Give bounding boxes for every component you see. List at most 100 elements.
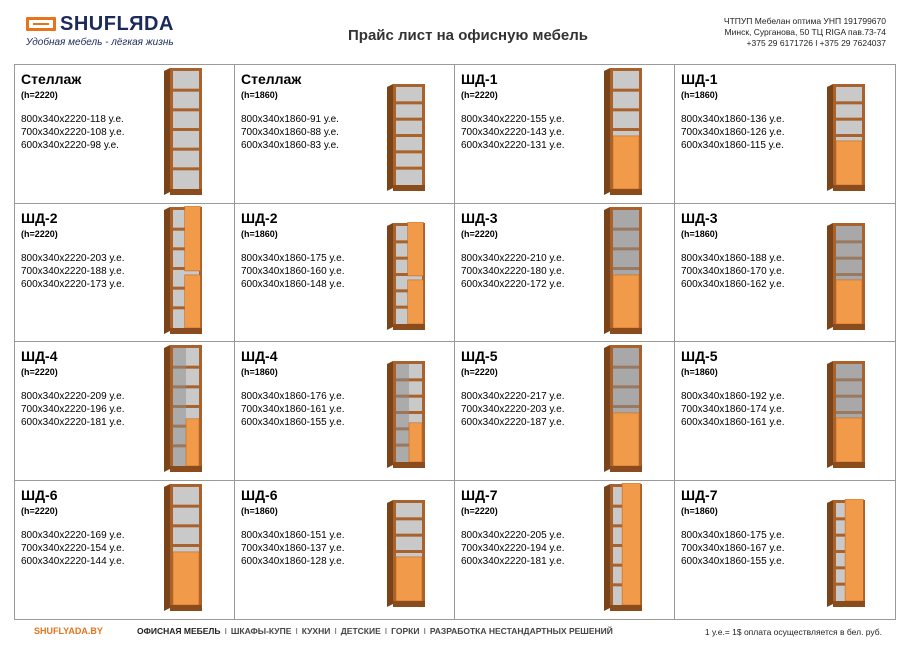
product-height: (h=1860) (681, 367, 718, 377)
product-height: (h=2220) (21, 228, 58, 239)
price-line: 700x340x1860-167 у.е. (681, 542, 785, 554)
product-name: ШД-5 (461, 348, 498, 364)
price-line: 700x340x1860-137 у.е. (241, 542, 345, 554)
price-line: 800x340x2220-169 у.е. (21, 529, 125, 541)
product-height: (h=2220) (461, 228, 498, 239)
price-line: 600x340x1860-128 у.е. (241, 555, 345, 567)
product-card: ШД-2(h=2220)800x340x2220-203 у.е.700x340… (15, 203, 235, 342)
price-line: 700x340x1860-160 у.е. (241, 265, 345, 277)
price-line: 700x340x2220-180 у.е. (461, 265, 565, 277)
product-name: ШД-6 (241, 486, 278, 503)
page-title: Прайс лист на офисную мебель (348, 27, 589, 44)
price-line: 600x340x1860-115 у.е. (681, 140, 784, 151)
cabinet-image (823, 498, 871, 620)
price-line: 800x340x1860-192 у.е. (681, 391, 785, 402)
price-line: 600x340x1860-155 у.е. (241, 417, 345, 428)
price-line: 600x340x1860-155 у.е. (681, 555, 785, 567)
price-line: 700x340x2220-154 у.е. (21, 542, 125, 554)
price-line: 600x340x2220-172 у.е. (461, 278, 565, 290)
product-height: (h=2220) (21, 505, 58, 516)
product-card: ШД-5 (h=1860) 800x340x1860-192 у.е. 700x340… (675, 342, 895, 481)
price-line: 600x340x1860-148 у.е. (241, 278, 345, 290)
footer-site-link[interactable]: SHUFLYADA.BY (34, 626, 103, 636)
product-card: ШД-2(h=1860)800x340x1860-175 у.е.700x340… (235, 203, 455, 342)
product-height: (h=1860) (681, 505, 718, 516)
footer-nav-item[interactable]: ГОРКИ (391, 626, 420, 636)
product-name: ШД-2 (21, 209, 58, 226)
cabinet-image (823, 83, 871, 203)
product-name: ШД-4 (241, 348, 278, 364)
footer-nav-item[interactable]: КУХНИ (301, 626, 331, 636)
product-prices: 800x340x2220-217 у.е. 700x340x2220-203 у.… (461, 390, 565, 429)
product-prices: 800x340x2220-209 у.е.700x340x2220-196 у.… (21, 390, 125, 429)
footer-nav-item[interactable]: РАЗРАБОТКА НЕСТАНДАРТНЫХ РЕШЕНИЙ (429, 626, 613, 636)
price-line: 600x340x2220-181 у.е. (21, 417, 125, 428)
price-line: 600x340x1860-83 у.е. (241, 140, 339, 151)
product-prices: 800x340x1860-151 у.е.700x340x1860-137 у.… (241, 529, 345, 568)
contacts-phones: +375 29 6171726 l +375 29 7624037 (746, 38, 886, 48)
product-height: (h=2220) (461, 367, 498, 377)
price-line: 700x340x2220-188 у.е. (21, 265, 125, 277)
product-name: Стеллаж (241, 71, 302, 87)
product-card: ШД-3(h=2220)800x340x2220-210 у.е.700x340… (455, 203, 675, 342)
price-line: 600x340x2220-187 у.е. (461, 417, 565, 428)
page-footer: SHUFLYADA.BY ОФИСНАЯ МЕБЕЛЬ l ШКАФЫ-КУПЕ l К… (0, 622, 910, 656)
footer-nav-item[interactable]: ШКАФЫ-КУПЕ (230, 626, 292, 636)
product-prices: 800x340x2220-118 у.е.700x340x2220-108 у.… (21, 113, 125, 152)
product-card: ШД-7(h=2220)800x340x2220-205 у.е.700x340… (455, 480, 675, 619)
product-prices: 800x340x1860-91 у.е.700x340x1860-88 у.е.… (241, 113, 339, 152)
product-prices: 800x340x1860-175 у.е.700x340x1860-160 у.… (241, 252, 345, 291)
price-line: 800x340x2220-205 у.е. (461, 529, 565, 541)
product-prices: 800x340x1860-192 у.е. 700x340x1860-174 у.… (681, 390, 785, 429)
product-height: (h=1860) (681, 228, 718, 239)
price-line: 600x340x1860-162 у.е. (681, 278, 785, 290)
product-height: (h=1860) (241, 505, 278, 516)
price-line: 800x340x2220-217 у.е. (461, 391, 565, 402)
product-name: ШД-6 (21, 486, 58, 503)
price-line: 700x340x1860-174 у.е. (681, 404, 785, 415)
cabinet-image (383, 360, 431, 480)
price-line: 700x340x1860-170 у.е. (681, 265, 785, 277)
contacts-company: ЧТПУП Мебелан оптима УНП 191799670 (723, 16, 886, 26)
footer-nav-separator: l (384, 626, 388, 636)
product-card: ШД-7(h=1860)800x340x1860-175 у.е.700x340… (675, 481, 895, 620)
price-line: 700x340x2220-203 у.е. (461, 404, 565, 415)
cabinet-image (600, 344, 648, 480)
price-line: 700x340x2220-143 у.е. (461, 127, 565, 138)
price-line: 800x340x1860-91 у.е. (241, 114, 339, 125)
footer-nav-separator: l (423, 626, 426, 636)
price-line: 800x340x1860-151 у.е. (241, 529, 345, 541)
product-height: (h=2220) (21, 90, 58, 100)
price-line: 600x340x2220-98 у.е. (21, 140, 119, 151)
product-card: ШД-1(h=1860)800x340x1860-136 у.е.700x340… (675, 65, 895, 204)
product-card: ШД-6 (h=1860) 800x340x1860-151 у.е.700x340… (235, 480, 455, 619)
product-height: (h=2220) (461, 90, 498, 100)
price-line: 600x340x2220-181 у.е. (461, 555, 565, 567)
product-prices: 800x340x2220-155 у.е. 700x340x2220-143 у.… (461, 113, 565, 152)
footer-nav-item[interactable]: ОФИСНАЯ МЕБЕЛЬ (137, 626, 221, 636)
product-prices: 800x340x2220-169 у.е.700x340x2220-154 у.… (21, 529, 125, 568)
brand-logo[interactable]: SHUFLЯDA Удобная мебель - лёгкая жизнь (26, 13, 176, 51)
product-name: ШД-5 (681, 348, 718, 364)
price-line: 700x340x2220-108 у.е. (21, 127, 125, 138)
cabinet-image (600, 67, 648, 203)
cabinet-image (823, 222, 871, 342)
product-name: ШД-1 (681, 71, 718, 87)
logo-text: SHUFLЯDA (60, 13, 174, 35)
product-height: (h=1860) (681, 90, 718, 100)
footer-nav-item[interactable]: ДЕТСКИЕ (340, 626, 381, 636)
cabinet-image (160, 344, 208, 480)
cabinet-image (383, 221, 431, 342)
logo-slogan: Удобная мебель - лёгкая жизнь (26, 37, 174, 48)
product-height: (h=1860) (241, 90, 278, 100)
product-height: (h=1860) (241, 228, 278, 239)
product-card: ШД-3(h=1860)800x340x1860-188 у.е.700x340… (675, 204, 895, 342)
price-line: 700x340x2220-196 у.е. (21, 404, 125, 415)
product-card: Стеллаж (h=1860) 800x340x1860-91 у.е.700x3… (235, 65, 455, 204)
cabinet-image (600, 206, 648, 342)
footer-note: 1 у.е.= 1$ оплата осуществляется в бел. … (704, 627, 882, 637)
price-line: 800x340x2220-155 у.е. (461, 114, 565, 125)
product-name: Стеллаж (21, 71, 82, 87)
product-name: ШД-1 (461, 71, 498, 87)
